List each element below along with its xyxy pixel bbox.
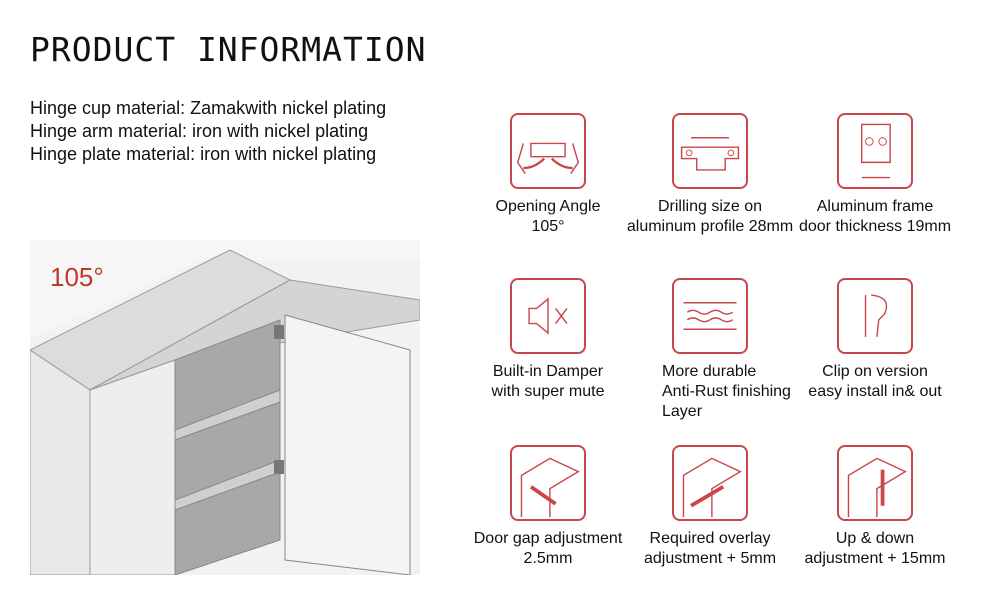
anti-rust-icon [672, 278, 748, 354]
feature-label: 2.5mm [523, 550, 573, 567]
feature-drilling-size: Drilling size on aluminum profile 28mm [615, 113, 805, 237]
feature-label: easy install in& out [808, 383, 942, 400]
hinge-plate-material: Hinge plate material: iron with nickel p… [30, 144, 377, 164]
page-title: PRODUCT INFORMATION [30, 30, 427, 69]
aluminum-frame-icon [837, 113, 913, 189]
feature-damper: Built-in Damper with super mute [453, 278, 643, 402]
feature-label: 105° [531, 218, 565, 235]
drilling-size-icon [672, 113, 748, 189]
feature-label: aluminum profile 28mm [626, 218, 794, 235]
clip-on-icon [837, 278, 913, 354]
feature-label: Drilling size on [657, 198, 763, 215]
feature-clip-on: Clip on version easy install in& out [780, 278, 970, 402]
door-gap-icon [510, 445, 586, 521]
feature-aluminum-frame: Aluminum frame door thickness 19mm [780, 113, 970, 237]
feature-label: Required overlay [649, 530, 771, 547]
feature-label: More durable [662, 363, 757, 380]
cabinet-illustration: 105° [29, 240, 421, 576]
feature-label: Opening Angle [495, 198, 601, 215]
feature-label: Layer [662, 403, 703, 420]
feature-label: door thickness 19mm [798, 218, 952, 235]
feature-label: Anti-Rust finishing [662, 383, 791, 400]
feature-label: Clip on version [822, 363, 928, 380]
feature-label: Built-in Damper [492, 363, 604, 380]
feature-opening-angle: Opening Angle 105° [453, 113, 643, 237]
feature-overlay: Required overlay adjustment + 5mm [615, 445, 805, 569]
opening-angle-label: 105° [50, 262, 104, 292]
feature-up-down: Up & down adjustment + 15mm [780, 445, 970, 569]
feature-door-gap: Door gap adjustment 2.5mm [453, 445, 643, 569]
up-down-adjust-icon [837, 445, 913, 521]
feature-label: Up & down [835, 530, 915, 547]
feature-label: adjustment + 15mm [804, 550, 946, 567]
overlay-adjust-icon [672, 445, 748, 521]
feature-label: Door gap adjustment [473, 530, 623, 547]
feature-label: adjustment + 5mm [643, 550, 777, 567]
opening-angle-icon [510, 113, 586, 189]
hinge-arm-material: Hinge arm material: iron with nickel pla… [30, 121, 369, 141]
hinge-cup-material: Hinge cup material: Zamakwith nickel pla… [30, 98, 387, 118]
damper-mute-icon [510, 278, 586, 354]
feature-label: Aluminum frame [816, 198, 934, 215]
feature-label: with super mute [491, 383, 605, 400]
